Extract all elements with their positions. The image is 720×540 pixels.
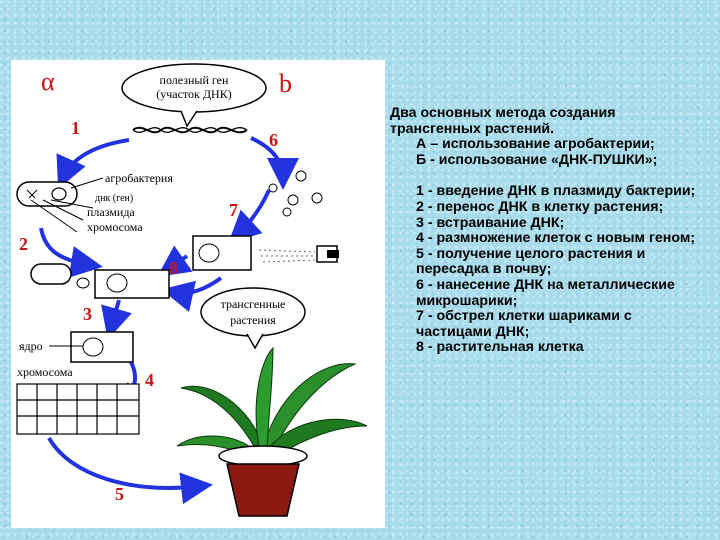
steps-list: 1 - введение ДНК в плазмиду бактерии; 2 … <box>390 184 710 356</box>
method-b: Б - использование «ДНК-ПУШКИ»; <box>416 151 658 168</box>
arrow-2 <box>39 227 103 278</box>
agrobacterium-label: агробактерия <box>105 171 173 185</box>
pot <box>226 463 300 517</box>
chromosome-label: хромосома <box>87 220 143 234</box>
text-panel: Два основных метода создания трансгенных… <box>390 105 710 356</box>
step-7: 7 - обстрел клетки шариками с частицами … <box>416 308 632 340</box>
arrow-1 <box>56 138 130 189</box>
step-number-6: 6 <box>269 130 278 150</box>
dna-gene-label: днк (ген) <box>95 193 133 204</box>
chromosome-label-2: хромосома <box>17 365 73 379</box>
diagram-panel: α b полезный ген (участок ДНК) 1 6 2 7 8… <box>11 60 385 528</box>
alpha-label: α <box>41 67 55 96</box>
plant-cell-2 <box>94 269 170 299</box>
useful-gene-line2: (участок ДНК) <box>156 87 231 101</box>
step-number-4: 4 <box>145 370 154 390</box>
bubble-tail <box>180 110 198 128</box>
transgenic-diagram: α b полезный ген (участок ДНК) 1 6 2 7 8… <box>16 63 368 517</box>
transgenic-bubble <box>200 287 306 337</box>
step-number-2: 2 <box>19 234 28 254</box>
method-a: А – использование агробактерии; <box>416 136 655 153</box>
step-4: 4 - размножение клеток с новым геном; <box>416 230 696 247</box>
step-8: 8 - растительная клетка <box>416 339 584 356</box>
useful-gene-line1: полезный ген <box>160 73 229 87</box>
pot-rim <box>218 445 308 467</box>
arrow-3 <box>101 299 132 340</box>
arrow-6 <box>250 136 299 190</box>
nucleus-label: ядро <box>19 339 43 353</box>
plasmid-ring <box>51 187 67 201</box>
arrow-back <box>161 276 223 312</box>
agro-cell-2 <box>30 263 72 285</box>
arrow-5 <box>47 436 213 505</box>
transgenic-line1: трансгенные <box>221 297 286 311</box>
title: Два основных метода создания трансгенных… <box>390 105 616 137</box>
step-number-7: 7 <box>229 200 238 220</box>
step-number-8: 8 <box>169 258 178 278</box>
step-number-1: 1 <box>71 118 80 138</box>
dna-particles <box>268 170 323 217</box>
arrow-8 <box>157 245 193 277</box>
plant-cell-3 <box>70 331 134 363</box>
b-label: b <box>279 69 292 98</box>
plasmid-label: плазмида <box>87 205 135 219</box>
step-2: 2 - перенос ДНК в клетку растения; <box>416 198 664 215</box>
cell-grid <box>16 383 140 435</box>
gene-gun-spray <box>258 249 316 263</box>
potted-plant <box>176 346 368 459</box>
arrow-7 <box>228 189 271 244</box>
step-5: 5 - получение целого растения и пересадк… <box>416 245 646 278</box>
transgenic-line2: растения <box>230 313 276 327</box>
step-number-3: 3 <box>83 304 92 324</box>
plant-cell-7 <box>192 235 252 271</box>
step-1: 1 - введение ДНК в плазмиду бактерии; <box>416 183 696 200</box>
step-number-5: 5 <box>115 484 124 504</box>
step-6: 6 - нанесение ДНК на металлические микро… <box>416 276 675 309</box>
step-3: 3 - встраивание ДНК; <box>416 214 565 231</box>
